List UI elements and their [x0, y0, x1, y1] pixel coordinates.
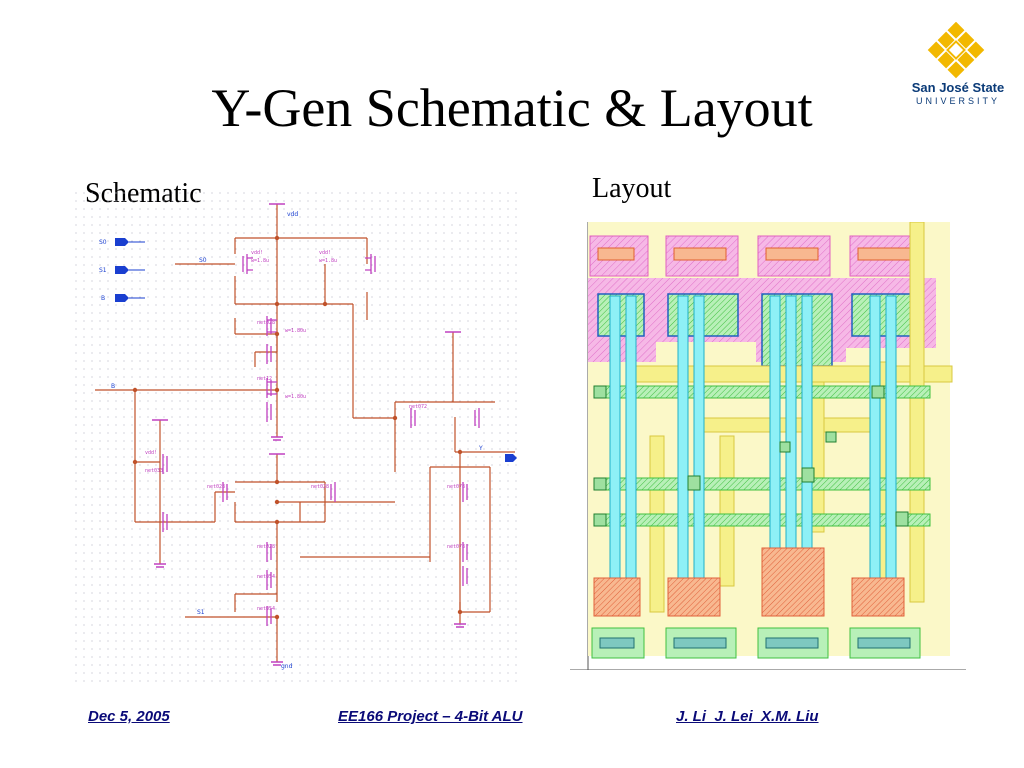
svg-text:net028: net028 — [311, 484, 329, 490]
svg-text:vdd!: vdd! — [319, 250, 331, 256]
footer-project: EE166 Project – 4-Bit ALU — [338, 708, 523, 725]
svg-text:net033: net033 — [145, 468, 163, 474]
logo-emblem-icon — [927, 21, 985, 79]
university-logo: San José State UNIVERSITY — [908, 21, 1008, 112]
svg-text:net028: net028 — [257, 544, 275, 550]
svg-text:net054: net054 — [257, 574, 275, 580]
svg-text:vdd!: vdd! — [145, 450, 157, 456]
schematic-diagram: vdd! w=1.8u vdd! w=1.8u net028 w=1.80u net1… — [75, 192, 521, 682]
svg-text:w=1.8u: w=1.8u — [319, 258, 337, 264]
logo-line2: UNIVERSITY — [915, 96, 1000, 106]
layout-diagram — [570, 221, 966, 671]
net-label-s0: S0 — [199, 257, 207, 264]
net-label-s1: S1 — [197, 609, 205, 616]
footer-authors: J. Li J. Lei X.M. Liu — [676, 708, 819, 725]
layout-label: Layout — [592, 173, 672, 204]
svg-text:net12: net12 — [257, 376, 272, 382]
logo-line1: San José State — [911, 80, 1005, 95]
pin-label-b: B — [101, 295, 105, 302]
svg-text:net028: net028 — [207, 484, 225, 490]
pin-label-s0: S0 — [99, 239, 107, 246]
footer-date: Dec 5, 2005 — [88, 708, 170, 725]
supply-label-vdd: vdd — [287, 211, 298, 218]
svg-text:net072: net072 — [409, 404, 427, 410]
svg-text:w=1.80u: w=1.80u — [285, 328, 306, 334]
pin-label-s1: S1 — [99, 267, 107, 274]
net-label-b: B — [111, 383, 115, 390]
svg-text:net078: net078 — [447, 484, 465, 490]
supply-label-gnd: gnd — [281, 663, 293, 670]
svg-text:net054: net054 — [257, 606, 275, 612]
svg-text:vdd!: vdd! — [251, 250, 263, 256]
svg-text:w=1.80u: w=1.80u — [285, 394, 306, 400]
net-label-y: Y — [478, 445, 483, 452]
svg-text:w=1.8u: w=1.8u — [251, 258, 269, 264]
svg-text:net078: net078 — [447, 544, 465, 550]
slide-title: Y-Gen Schematic & Layout — [211, 78, 813, 138]
svg-text:net028: net028 — [257, 320, 275, 326]
